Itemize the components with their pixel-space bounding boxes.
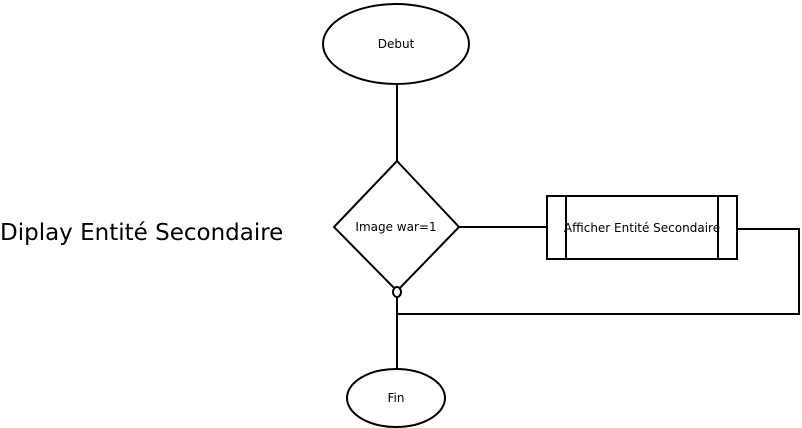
process-node: Afficher Entité Secondaire: [546, 195, 738, 260]
connector-process-loop-back: [397, 228, 800, 315]
diagram-title: Diplay Entité Secondaire: [0, 220, 284, 246]
decision-node: Image war=1: [332, 159, 461, 293]
end-node: Fin: [346, 368, 446, 428]
decision-label: Image war=1: [355, 220, 436, 234]
start-ellipse: [322, 3, 470, 85]
process-label: Afficher Entité Secondaire: [564, 221, 720, 235]
start-node: Debut: [322, 3, 470, 85]
process-box: [546, 195, 738, 260]
connectors: [396, 84, 800, 368]
end-ellipse: [346, 368, 446, 428]
merge-connector: [392, 286, 402, 298]
start-label: Debut: [378, 37, 415, 51]
end-label: Fin: [388, 391, 405, 405]
